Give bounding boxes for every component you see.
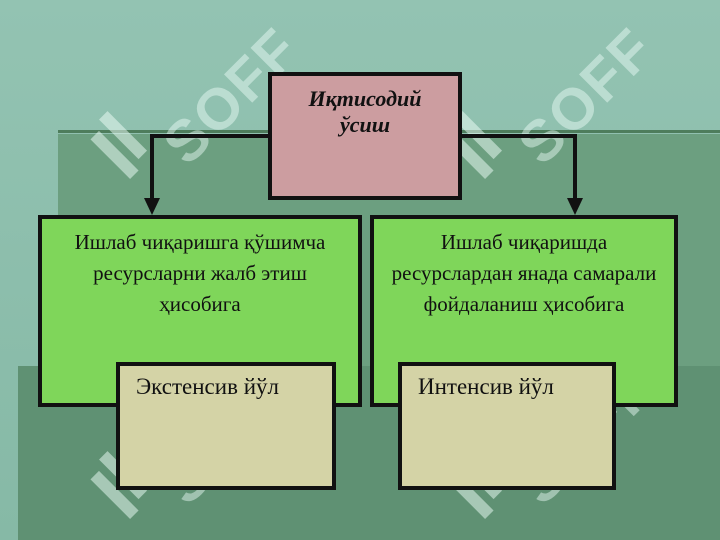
node-additional-resources-line2: ресурсларни жалб этиш [93, 261, 307, 285]
node-additional-resources-line1: Ишлаб чиқаришга қўшимча [74, 230, 326, 254]
arrowhead-left-icon [144, 198, 160, 215]
connector-right [462, 134, 577, 200]
node-efficient-use-line2: ресурслардан янада самарали [391, 261, 657, 285]
watermark-logo-icon [82, 104, 164, 186]
node-economic-growth: Иқтисодий ўсиш [268, 72, 462, 200]
arrowhead-right-icon [567, 198, 583, 215]
connector-left [150, 134, 268, 200]
node-extensive-way-label: Экстенсив йўл [136, 374, 279, 399]
node-extensive-way: Экстенсив йўл [116, 362, 336, 490]
node-intensive-way-label: Интенсив йўл [418, 374, 554, 399]
node-intensive-way: Интенсив йўл [398, 362, 616, 490]
node-economic-growth-line2: ўсиш [339, 112, 391, 137]
node-economic-growth-line1: Иқтисодий [308, 86, 422, 111]
node-additional-resources-line3: ҳисобига [159, 292, 241, 316]
node-efficient-use-line1: Ишлаб чиқаришда [440, 230, 608, 254]
node-efficient-use-line3: фойдаланиш ҳисобига [423, 292, 625, 316]
